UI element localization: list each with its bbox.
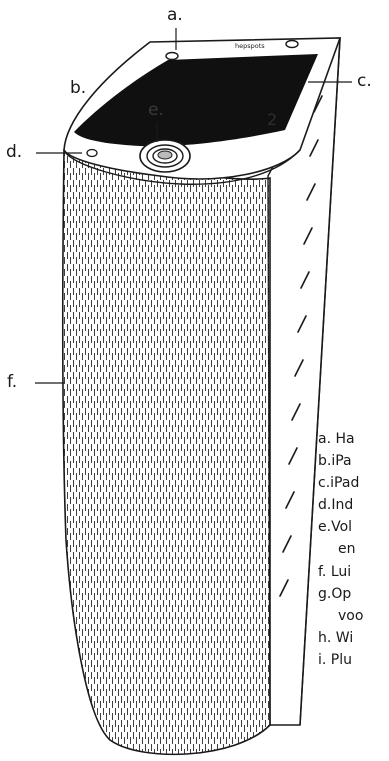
legend-item: c.iPad xyxy=(318,475,360,491)
legend-item: f. Lui xyxy=(318,564,352,580)
callout-b: b. xyxy=(70,78,87,98)
fabric-front xyxy=(62,150,270,755)
callout-a: a. xyxy=(167,5,183,25)
ipad-screen xyxy=(74,54,318,147)
callout-f: f. xyxy=(7,372,18,392)
legend-item: d.Ind xyxy=(318,497,354,513)
legend-item: b.iPa xyxy=(318,453,352,469)
legend-item: e.Vol xyxy=(318,519,353,535)
side-vents xyxy=(279,95,323,597)
legend-item: g.Op xyxy=(318,586,352,602)
side-panel-edge xyxy=(299,37,341,726)
callout-d: d. xyxy=(6,142,23,162)
screen-mark: 2 xyxy=(267,110,277,129)
callout-lines xyxy=(35,28,352,384)
brand-text: hepspots xyxy=(235,42,265,50)
legend-item: en xyxy=(338,541,356,557)
indicator-light-icon xyxy=(86,148,98,158)
legend-item: voo xyxy=(338,608,364,624)
legend-item: h. Wi xyxy=(318,630,354,646)
legend-item: a. Ha xyxy=(318,431,355,447)
callout-c: c. xyxy=(357,71,372,91)
legend-item: i. Plu xyxy=(318,652,353,668)
volume-knob-icon xyxy=(139,139,191,173)
top-cap-rim xyxy=(63,149,301,185)
callout-e: e. xyxy=(148,100,164,120)
handle-holes xyxy=(165,39,299,61)
